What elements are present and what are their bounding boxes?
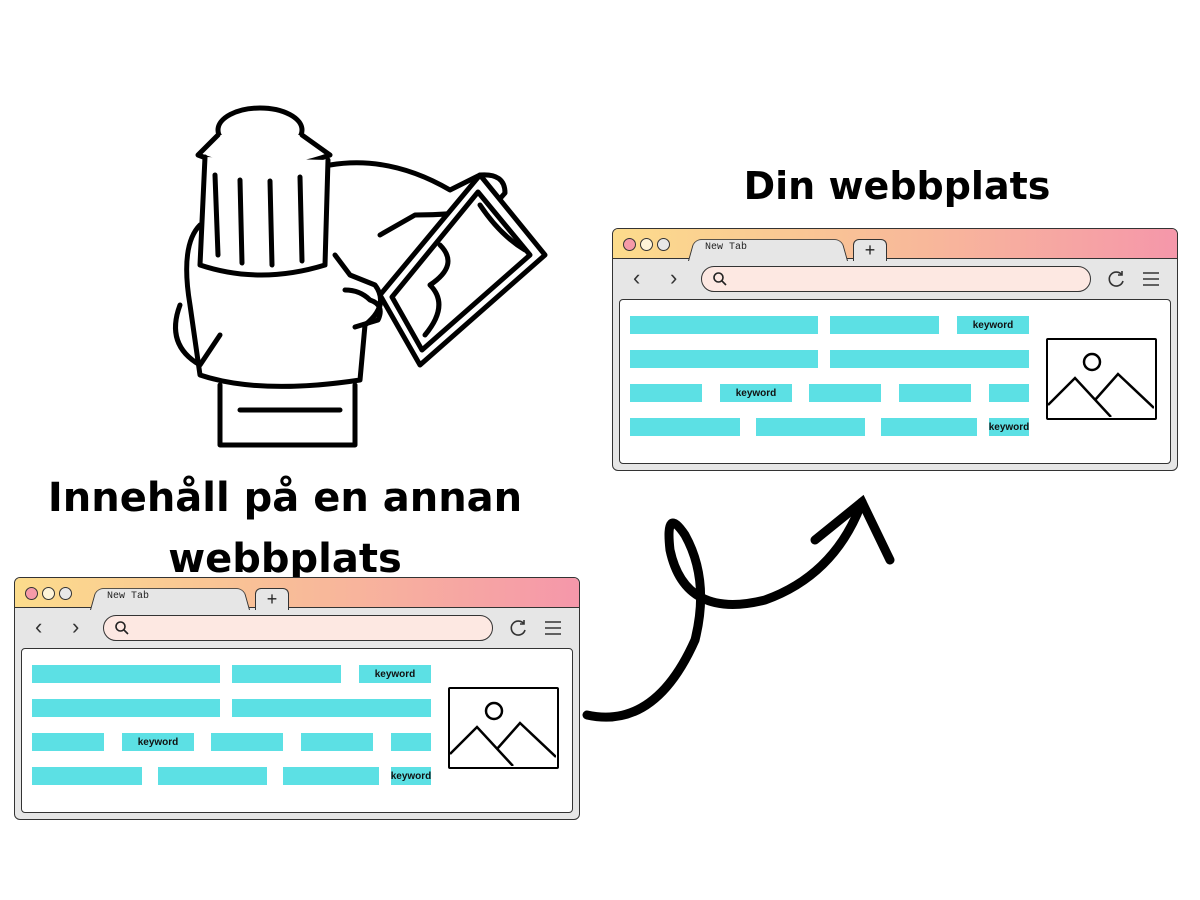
text-line	[391, 733, 431, 751]
text-line	[32, 733, 104, 751]
text-line	[989, 384, 1029, 402]
keyword-highlight: keyword	[359, 665, 431, 683]
target-browser-window: New Tab + ‹ › keyword keyword keyword	[612, 228, 1178, 471]
text-line	[830, 316, 939, 334]
source-browser-window: New Tab + ‹ › keyword keyword keyword	[14, 577, 580, 820]
source-heading-line-2: webbplats	[168, 536, 402, 582]
address-bar[interactable]	[701, 266, 1091, 292]
text-line	[211, 733, 283, 751]
minimize-dot[interactable]	[640, 238, 653, 251]
text-line	[830, 350, 1029, 368]
text-line	[158, 767, 267, 785]
keyword-highlight: keyword	[391, 767, 431, 785]
text-line	[232, 665, 341, 683]
forward-button[interactable]: ›	[670, 265, 678, 290]
tab-label: New Tab	[705, 242, 748, 253]
source-site-heading: Innehåll på en annan webbplats	[30, 468, 540, 590]
keyword-highlight: keyword	[989, 418, 1029, 436]
back-button[interactable]: ‹	[633, 265, 641, 290]
reload-icon[interactable]	[1106, 269, 1126, 289]
search-icon	[713, 272, 727, 286]
text-line	[881, 418, 977, 436]
text-line	[756, 418, 865, 436]
forward-button[interactable]: ›	[72, 614, 80, 639]
menu-icon[interactable]	[544, 619, 562, 637]
keyword-highlight: keyword	[957, 316, 1029, 334]
text-line	[283, 767, 379, 785]
text-line	[630, 418, 740, 436]
text-line	[32, 665, 220, 683]
minimize-dot[interactable]	[42, 587, 55, 600]
curly-arrow	[582, 494, 895, 722]
back-button[interactable]: ‹	[35, 614, 43, 639]
target-site-heading: Din webbplats	[743, 164, 1051, 208]
text-line	[32, 767, 142, 785]
new-tab-button[interactable]: +	[255, 588, 289, 610]
search-icon	[115, 621, 129, 635]
image-placeholder-icon	[448, 687, 559, 769]
maximize-dot[interactable]	[657, 238, 670, 251]
image-placeholder-icon	[1046, 338, 1157, 420]
menu-icon[interactable]	[1142, 270, 1160, 288]
text-line	[32, 699, 220, 717]
page-content: keyword keyword keyword	[619, 299, 1171, 464]
text-line	[809, 384, 881, 402]
page-content: keyword keyword keyword	[21, 648, 573, 813]
tab-label: New Tab	[107, 591, 150, 602]
keyword-highlight: keyword	[122, 733, 194, 751]
text-line	[630, 384, 702, 402]
beekeeper-illustration	[173, 105, 548, 448]
close-dot[interactable]	[25, 587, 38, 600]
close-dot[interactable]	[623, 238, 636, 251]
text-line	[301, 733, 373, 751]
text-line	[232, 699, 431, 717]
keyword-highlight: keyword	[720, 384, 792, 402]
text-line	[899, 384, 971, 402]
new-tab-button[interactable]: +	[853, 239, 887, 261]
reload-icon[interactable]	[508, 618, 528, 638]
address-bar[interactable]	[103, 615, 493, 641]
source-heading-line-1: Innehåll på en annan	[47, 475, 523, 521]
text-line	[630, 316, 818, 334]
text-line	[630, 350, 818, 368]
maximize-dot[interactable]	[59, 587, 72, 600]
